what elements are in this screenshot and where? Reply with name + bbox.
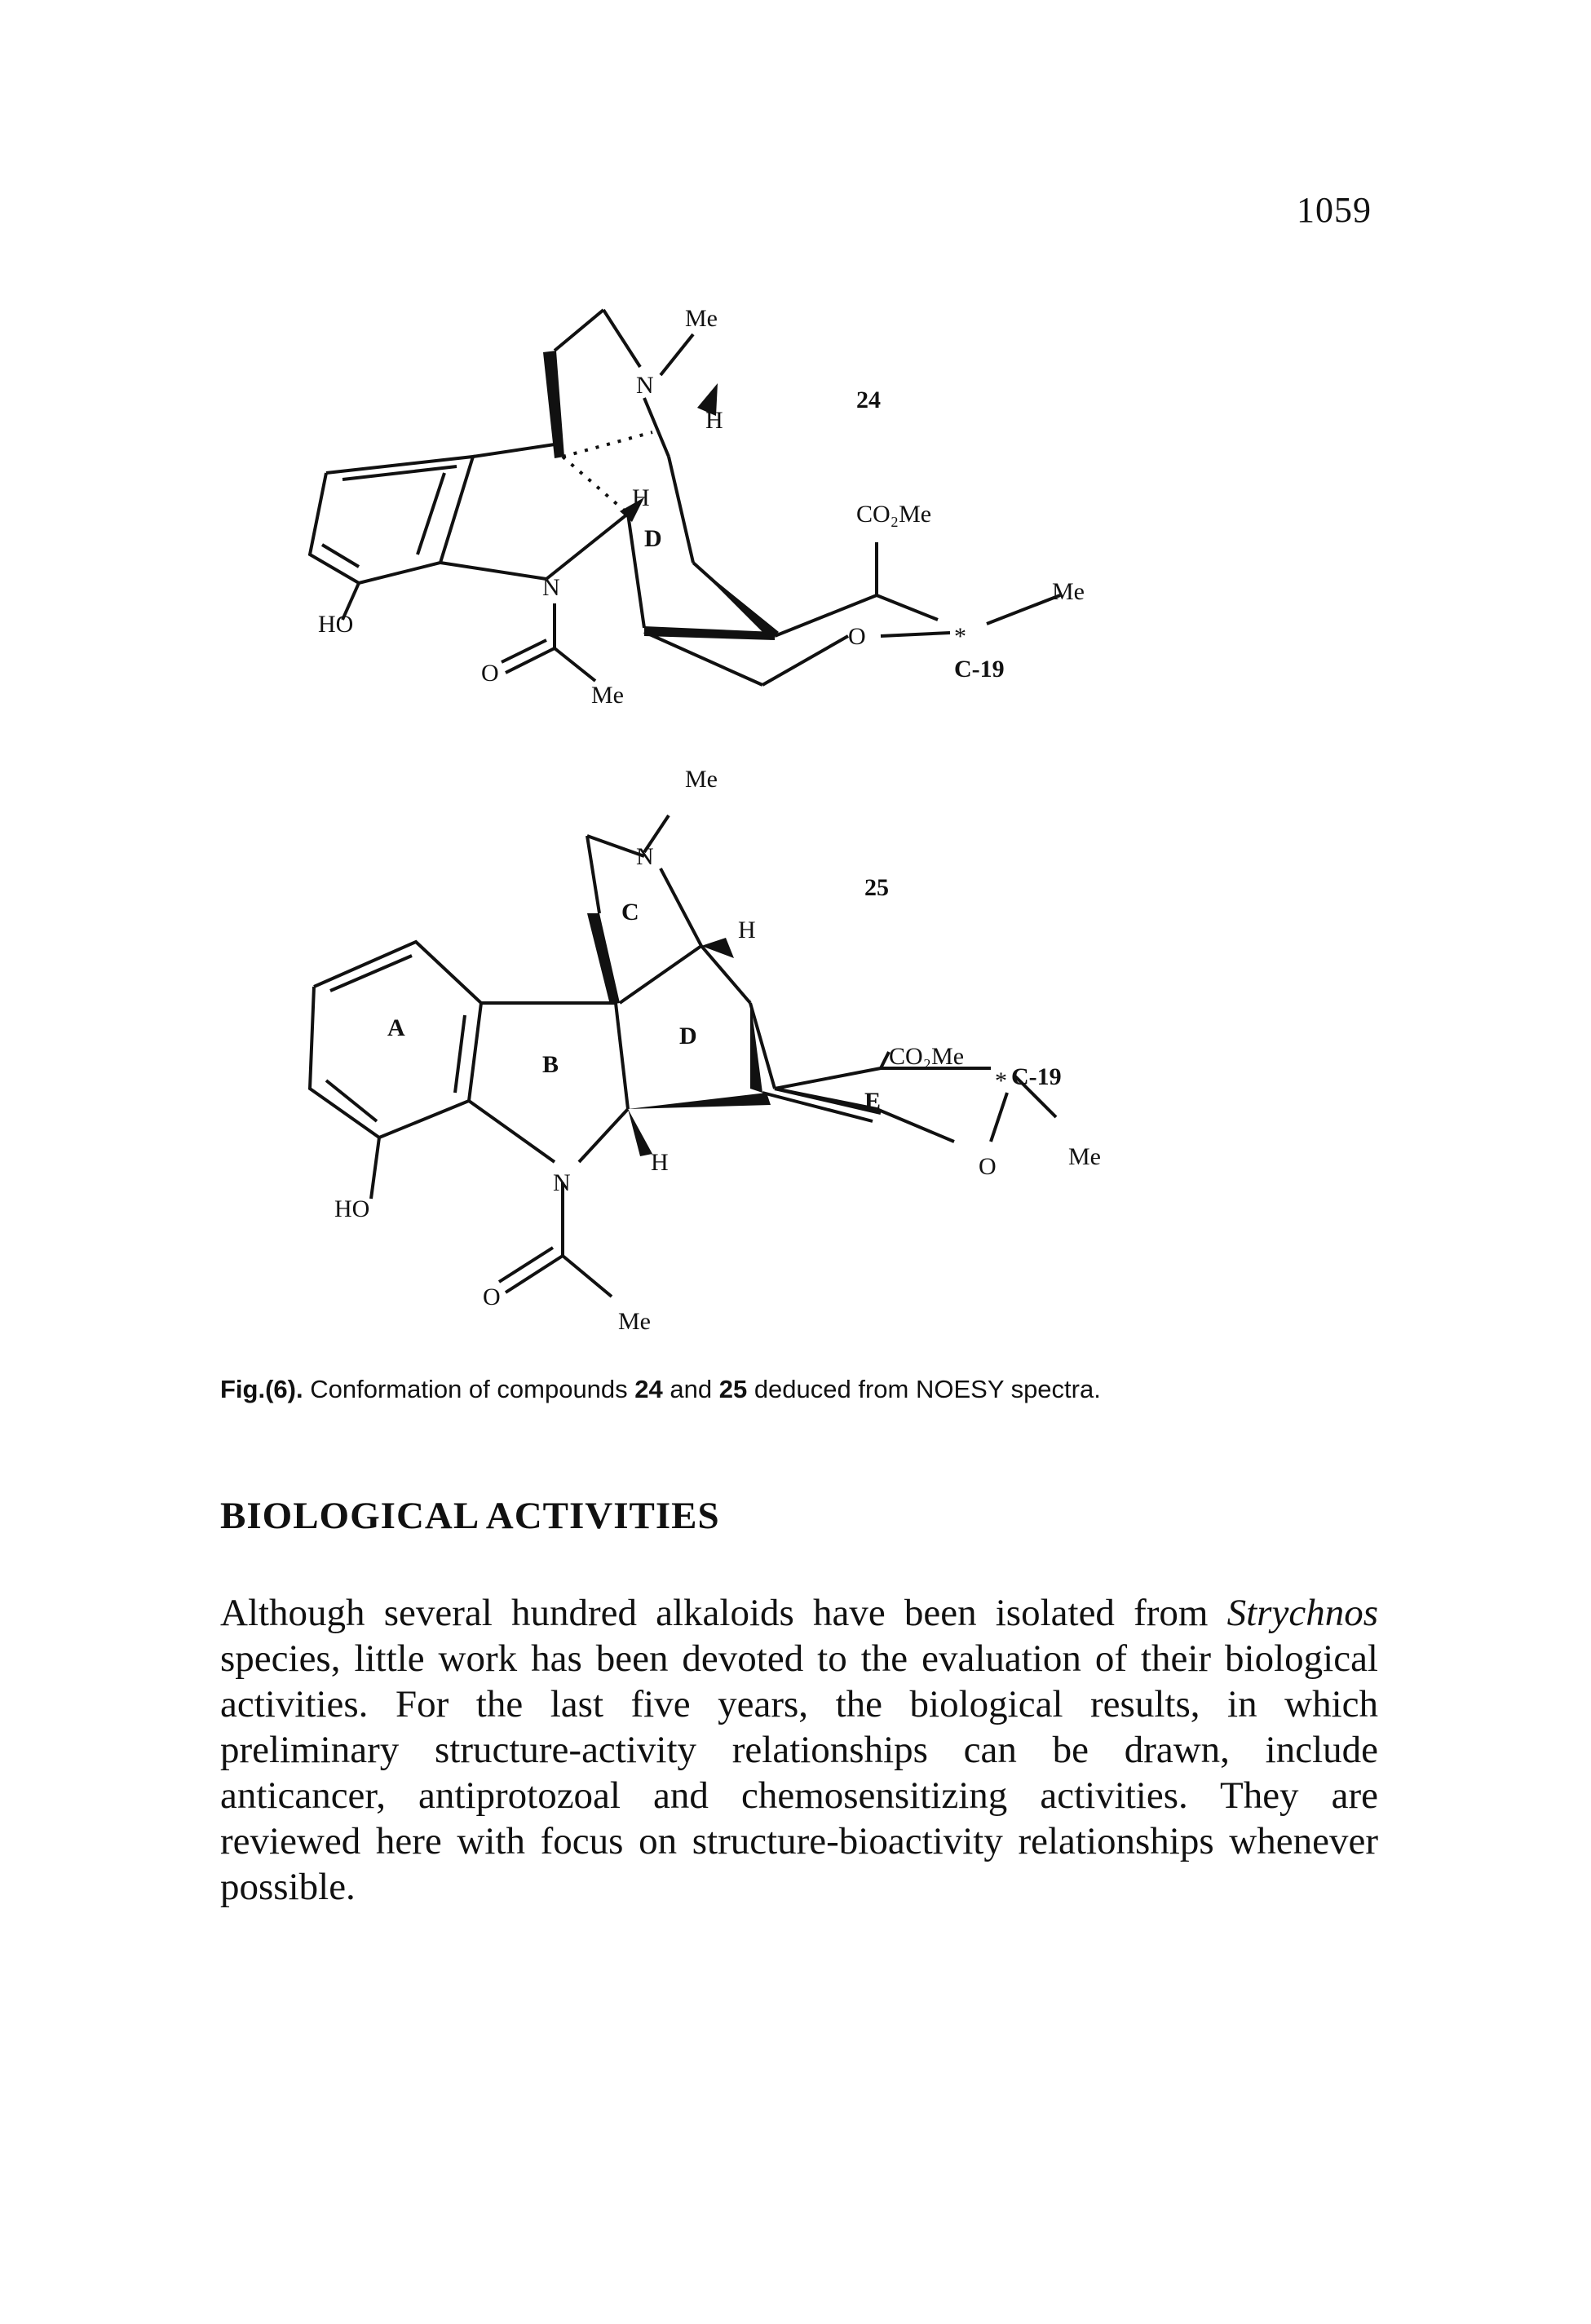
atom-label: N xyxy=(542,574,560,601)
ring-label: C xyxy=(621,899,639,926)
caption-compound: 24 xyxy=(634,1375,663,1403)
atom-label: Me xyxy=(685,766,718,793)
atom-label: Me xyxy=(1052,578,1085,605)
ring-label: A xyxy=(387,1014,405,1041)
atom-label: HO xyxy=(334,1195,369,1222)
caption-text: and xyxy=(662,1375,719,1403)
body-paragraph: Although several hundred alkaloids have … xyxy=(220,1590,1378,1910)
ring-label: D xyxy=(644,525,662,552)
page-number: 1059 xyxy=(1297,190,1372,230)
atom-label: O xyxy=(979,1153,997,1180)
atom-label: Me xyxy=(618,1308,651,1335)
italic-term: Strychnos xyxy=(1226,1592,1378,1634)
atom-label: H xyxy=(651,1149,669,1176)
paragraph-line: Although several hundred alkaloids have … xyxy=(220,1592,1378,1634)
atom-label: H xyxy=(738,917,756,943)
caption-text: Conformation of compounds xyxy=(303,1375,635,1403)
atom-label: HO xyxy=(318,611,353,638)
paragraph-line: reviewed here with focus on structure-bi… xyxy=(220,1820,1378,1862)
atom-label: C-19 xyxy=(1011,1063,1062,1090)
section-heading: BIOLOGICAL ACTIVITIES xyxy=(220,1495,720,1537)
paragraph-line: anticancer, antiprotozoal and chemosensi… xyxy=(220,1774,1378,1817)
atom-label: H xyxy=(632,484,650,511)
caption-prefix: Fig.(6). xyxy=(220,1375,303,1403)
compound-number: 24 xyxy=(856,387,881,413)
atom-label: Me xyxy=(685,305,718,332)
atom-label: CO₂Me xyxy=(856,501,931,528)
atom-label: O xyxy=(483,1284,501,1310)
atom-label: N xyxy=(636,372,654,399)
figure-caption: Fig.(6). Conformation of compounds 24 an… xyxy=(220,1375,1101,1404)
ring-label: B xyxy=(542,1051,559,1078)
ring-label: E xyxy=(864,1088,881,1115)
paragraph-line: possible. xyxy=(220,1866,356,1908)
caption-text: deduced from NOESY spectra. xyxy=(747,1375,1101,1403)
atom-label: CO₂Me xyxy=(889,1043,964,1070)
atom-label: * xyxy=(954,623,966,650)
atom-label: O xyxy=(848,623,866,650)
atom-label: Me xyxy=(1068,1143,1101,1170)
caption-compound: 25 xyxy=(718,1375,748,1403)
structure-24: Me N H H D 24 CO₂Me Me O * C-19 HO N O M… xyxy=(307,305,1085,709)
paragraph-line: activities. For the last five years, the… xyxy=(220,1683,1378,1725)
structure-25: Me N C H 25 A B D CO₂Me C-19 * E Me O H … xyxy=(307,766,1101,1335)
atom-label: * xyxy=(995,1067,1007,1094)
atom-label: N xyxy=(636,843,654,870)
ring-label: D xyxy=(679,1023,697,1049)
atom-label: O xyxy=(481,660,499,687)
paragraph-line: species, little work has been devoted to… xyxy=(220,1637,1378,1680)
atom-label: H xyxy=(705,407,723,434)
compound-number: 25 xyxy=(864,874,889,901)
atom-label: C-19 xyxy=(954,656,1005,683)
paragraph-line: preliminary structure-activity relations… xyxy=(220,1729,1378,1771)
atom-label: Me xyxy=(591,682,624,709)
atom-label: N xyxy=(553,1169,571,1196)
